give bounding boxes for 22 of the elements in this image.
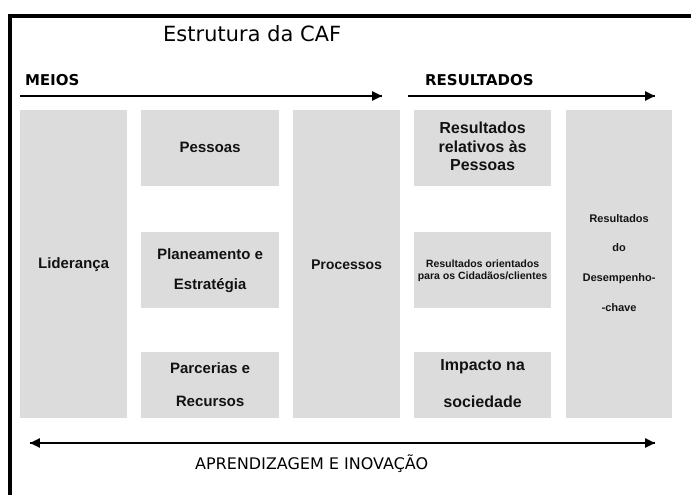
box-label: Planeamento e Estratégia (156, 245, 264, 295)
footer-label: APRENDIZAGEM E INOVAÇÃO (195, 454, 428, 473)
box-label: Processos (311, 254, 382, 274)
category-box (141, 352, 279, 418)
section-heading: MEIOS (25, 71, 80, 89)
category-box (293, 110, 400, 418)
category-box (566, 110, 672, 418)
category-box (414, 110, 551, 186)
diagram-title: Estrutura da CAF (163, 22, 342, 46)
box-label: Pessoas (180, 138, 240, 158)
box-label: Resultados orientados para os Cidadãos/clientes (416, 258, 548, 282)
box-label: Parcerias e Recursos (168, 359, 252, 412)
box-label: Resultados do Desempenho- -chave (582, 212, 656, 316)
category-box (141, 232, 279, 308)
category-box (414, 352, 551, 418)
category-box (141, 110, 279, 186)
category-box (414, 232, 551, 308)
box-label: Resultados relativos às Pessoas (437, 120, 528, 176)
section-heading: RESULTADOS (425, 71, 534, 89)
box-label: Impacto na sociedade (439, 356, 526, 413)
category-box (20, 110, 127, 418)
box-label: Liderança (38, 254, 109, 274)
